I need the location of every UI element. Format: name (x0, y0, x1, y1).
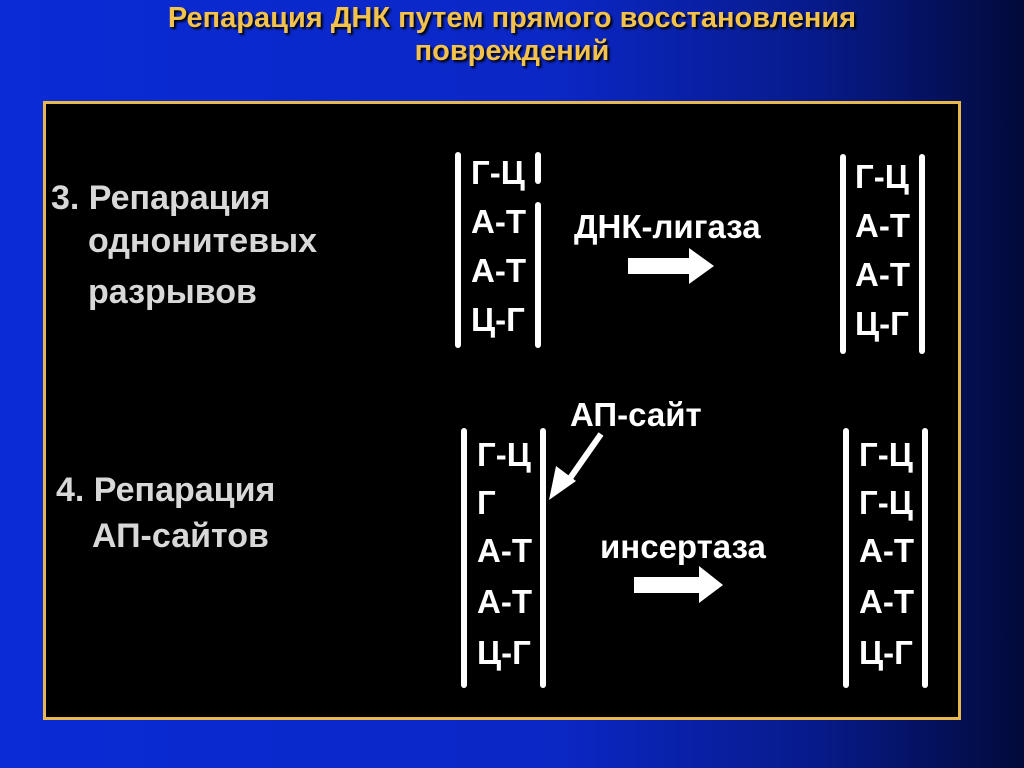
section4-label-line2: АП-сайтов (92, 517, 269, 555)
s4-before-pair-3: А-Т (477, 532, 532, 569)
section3-label-line1: 3. Репарация (51, 179, 271, 217)
section3-label-line3: разрывов (88, 273, 257, 311)
s4-after-pair-4: А-Т (859, 583, 914, 620)
s3-before-pair-1: Г-Ц (471, 154, 525, 191)
s3-before-pair-4: Ц-Г (471, 301, 525, 338)
s3-before-right-strand-bottom (535, 202, 541, 348)
s4-after-right-strand (922, 428, 928, 688)
s3-after-left-strand (840, 154, 846, 354)
s4-after-pair-1: Г-Ц (859, 436, 913, 473)
s3-after-pair-1: Г-Ц (855, 158, 909, 195)
s3-after-pair-4: Ц-Г (855, 305, 909, 342)
s3-after-pair-3: А-Т (855, 256, 910, 293)
section4-label-line1: 4. Репарация (56, 471, 276, 509)
diagram-arrows (549, 248, 723, 603)
title-line-1: Репарация ДНК путем прямого восстановлен… (167, 2, 857, 34)
ap-site-label: АП-сайт (570, 396, 702, 433)
s4-enzyme-label: инсертаза (600, 528, 766, 565)
ap-site-pointer-line (563, 432, 604, 486)
s3-after-right-strand (919, 154, 925, 354)
s3-before-left-strand (455, 152, 461, 348)
s4-before-right-strand (540, 428, 546, 688)
s4-before-left-strand (461, 428, 467, 688)
s3-before-right-strand-top (535, 152, 541, 184)
s4-after-pair-3: А-Т (859, 532, 914, 569)
s4-before-pair-4: А-Т (477, 583, 532, 620)
s3-enzyme-label: ДНК-лигаза (574, 208, 761, 245)
s3-before-pair-2: А-Т (471, 203, 526, 240)
ap-site-pointer-head-icon (549, 466, 576, 500)
s4-before-pair-2: Г (477, 484, 496, 521)
slide-title: Репарация ДНК путем прямого восстановлен… (0, 2, 1024, 68)
s4-before-pair-5: Ц-Г (477, 634, 531, 671)
s3-block-arrow-icon (628, 248, 714, 284)
diagram-panel: 3. Репарация однонитевых разрывов Г-Ц А-… (43, 101, 961, 720)
s4-after-pair-2: Г-Ц (859, 484, 913, 521)
title-line-2: повреждений (414, 35, 610, 67)
section3-label-line2: однонитевых (88, 222, 318, 260)
s4-after-left-strand (843, 428, 849, 688)
s3-before-pair-3: А-Т (471, 252, 526, 289)
s4-block-arrow-icon (634, 566, 723, 603)
s4-before-pair-1: Г-Ц (477, 436, 531, 473)
s3-after-pair-2: А-Т (855, 207, 910, 244)
s4-after-pair-5: Ц-Г (859, 634, 913, 671)
